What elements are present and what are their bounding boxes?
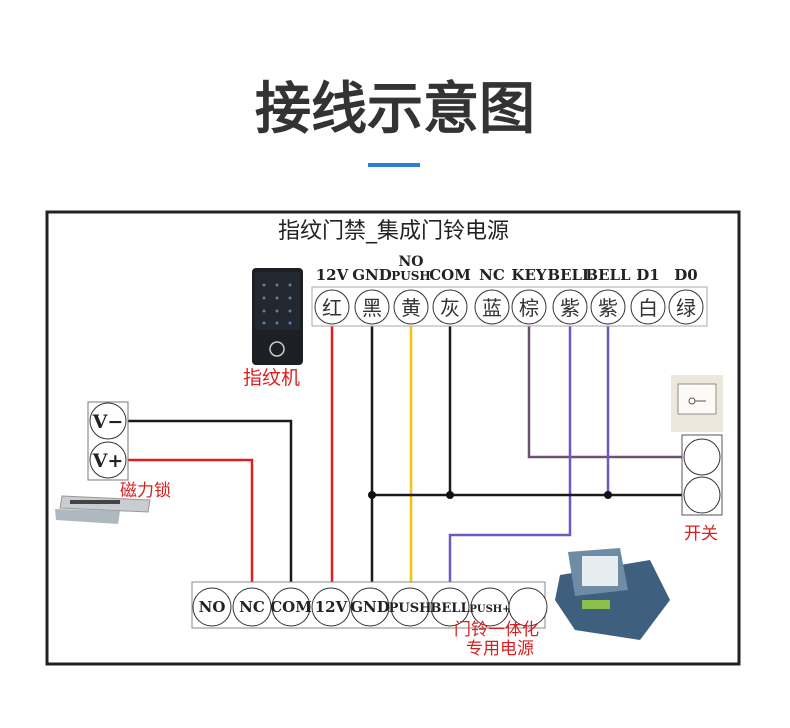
bottom-terminal-label: PUSH (389, 601, 432, 616)
page-title: 接线示意图 (255, 77, 535, 142)
bottom-terminal-label: PUSH+ (469, 604, 510, 615)
terminal-wire-color: 蓝 (482, 296, 502, 320)
wire-lock-vplus (126, 458, 254, 590)
terminal-gnd (354, 289, 390, 325)
bottom-terminal (390, 587, 430, 627)
magnetic-lock-image (55, 495, 151, 524)
terminal-nc (474, 289, 510, 325)
lock-terminal (89, 441, 127, 479)
bottom-terminal-label: GND (350, 598, 390, 616)
terminal-bell (552, 289, 588, 325)
terminal-label: 12V (316, 266, 349, 284)
junction-dot (446, 491, 454, 499)
terminal-push (393, 289, 429, 325)
bottom-terminal (232, 587, 272, 627)
terminal-wire-color: 黑 (362, 296, 382, 320)
title-underline (368, 163, 420, 167)
terminal-label-top: NO (399, 254, 424, 270)
magnetic-lock-label: 磁力锁 (120, 481, 171, 501)
bottom-terminal-label: NO (199, 598, 226, 616)
power-supply-image (555, 548, 670, 640)
bottom-terminal-label: NC (239, 598, 265, 616)
terminal-label: GND (352, 266, 392, 284)
terminal-com (432, 289, 468, 325)
terminal-key (511, 289, 547, 325)
bottom-terminal (271, 587, 311, 627)
terminal-label: COM (429, 266, 471, 284)
bottom-terminal (508, 587, 548, 627)
bottom-terminal-label: COM (270, 598, 312, 616)
wire-bell-1 (448, 326, 572, 590)
power-supply-label-2: 专用电源 (466, 639, 534, 659)
terminal-label: BELL (585, 266, 631, 284)
lock-terminal (89, 402, 127, 440)
diagram-title: 指纹门禁_集成门铃电源 (278, 219, 509, 244)
terminal-wire-color: 绿 (676, 296, 696, 320)
switch-label: 开关 (684, 524, 718, 544)
junction-dot (604, 491, 612, 499)
terminal-d1 (630, 289, 666, 325)
terminal-wire-color: 棕 (519, 296, 539, 320)
switch-terminal (683, 438, 721, 476)
exit-button-image (671, 375, 723, 432)
terminal-wire-color: 紫 (598, 296, 618, 320)
bottom-terminal-label: 12V (315, 598, 348, 616)
bottom-terminal (192, 587, 232, 627)
terminal-label: KEY (511, 266, 546, 284)
wire-key (527, 326, 684, 459)
bottom-terminal (311, 587, 351, 627)
fingerprint-label: 指纹机 (243, 367, 300, 389)
wires (126, 326, 684, 590)
terminal-wire-color: 灰 (440, 296, 460, 320)
terminal-wire-color: 红 (322, 296, 342, 320)
switch-terminal (683, 476, 721, 514)
bottom-terminal-label: BELL (430, 601, 469, 616)
lock-terminal-label: V− (92, 411, 124, 433)
terminal-label: D0 (674, 266, 697, 284)
terminal-bell (590, 289, 626, 325)
terminal-d0 (668, 289, 704, 325)
fingerprint-reader-image (252, 268, 303, 365)
terminal-12v (314, 289, 350, 325)
terminal-wire-color: 白 (638, 296, 658, 320)
terminal-label: NC (479, 266, 505, 284)
terminal-label: PUSH (391, 269, 431, 283)
terminal-wire-color: 紫 (560, 296, 580, 320)
terminal-label: D1 (636, 266, 659, 284)
bottom-terminal (430, 587, 470, 627)
terminal-wire-color: 黄 (401, 296, 421, 320)
power-supply-label-1: 门铃一体化 (454, 620, 539, 640)
junction-dot (368, 491, 376, 499)
terminal-label: BELL (547, 266, 593, 284)
lock-terminal-label: V+ (92, 450, 124, 472)
bottom-terminal (350, 587, 390, 627)
wire-lock-vminus (126, 419, 293, 590)
